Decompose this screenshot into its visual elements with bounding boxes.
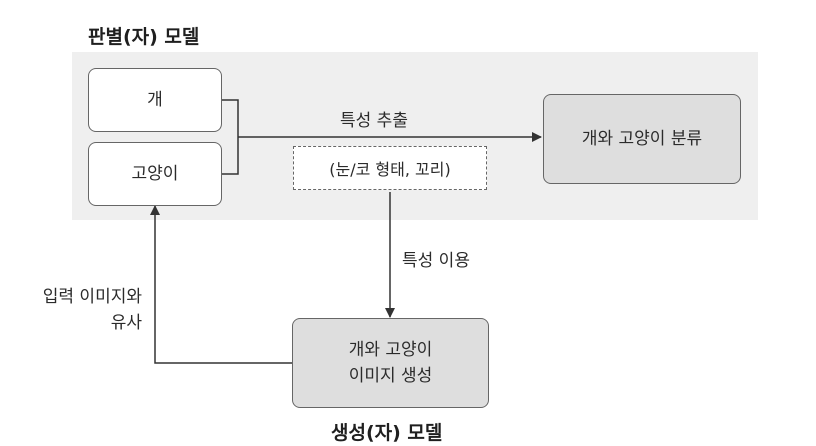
input-cat-label: 고양이 xyxy=(131,163,179,184)
input-dog-label: 개 xyxy=(147,89,163,110)
similarity-label-line1: 입력 이미지와 xyxy=(42,287,142,307)
generated-image-return-line xyxy=(150,205,292,364)
feature-note-text: (눈/코 형태, 꼬리) xyxy=(329,160,451,179)
generator-title: 생성(자) 모델 xyxy=(331,422,443,444)
similarity-label: 입력 이미지와 유사 xyxy=(0,284,142,336)
extract-label: 특성 추출 xyxy=(340,111,408,131)
discriminator-title: 판별(자) 모델 xyxy=(88,26,200,48)
input-dog-box: 개 xyxy=(88,68,222,132)
input-cat-box: 고양이 xyxy=(88,142,222,206)
generator-box-line1: 개와 고양이 xyxy=(348,339,433,360)
similarity-label-line2: 유사 xyxy=(110,313,142,333)
classification-output-label: 개와 고양이 분류 xyxy=(581,128,703,149)
bracket-line xyxy=(222,99,239,175)
generator-box-line2: 이미지 생성 xyxy=(348,366,433,386)
feature-use-label: 특성 이용 xyxy=(402,251,470,271)
classification-output-box: 개와 고양이 분류 xyxy=(543,94,741,184)
feature-note-box: (눈/코 형태, 꼬리) xyxy=(293,146,487,190)
generator-box: 개와 고양이 이미지 생성 xyxy=(292,318,489,408)
